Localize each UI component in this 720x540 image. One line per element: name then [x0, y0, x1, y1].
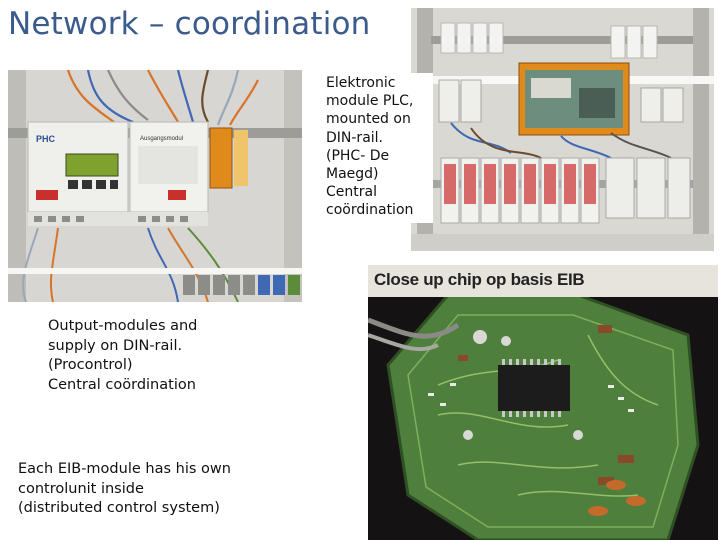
photo-plc-cabinet: [411, 8, 714, 251]
photo-eib-chip: Close up chip op basis EIB: [368, 265, 718, 540]
plc-cabinet-drawing: [411, 8, 714, 251]
phc-modules-drawing: PHC Ausgangsmodul: [8, 70, 302, 302]
eib-chip-drawing: [368, 265, 718, 540]
caption-output-modules: Output-modules and supply on DIN-rail. (…: [48, 318, 198, 393]
photo-phc-modules: PHC Ausgangsmodul: [8, 70, 302, 302]
output-module-text: Ausgangsmodul: [140, 136, 183, 142]
chip-banner-text: Close up chip op basis EIB: [374, 270, 585, 289]
phc-logo-text: PHC: [36, 134, 56, 144]
caption-plc-module: Elektronic module PLC, mounted on DIN-ra…: [323, 73, 433, 223]
slide-title: Network – coordination: [8, 6, 371, 42]
caption-eib-module: Each EIB-module has his own controlunit …: [18, 461, 231, 516]
chip-banner: Close up chip op basis EIB: [368, 265, 718, 297]
